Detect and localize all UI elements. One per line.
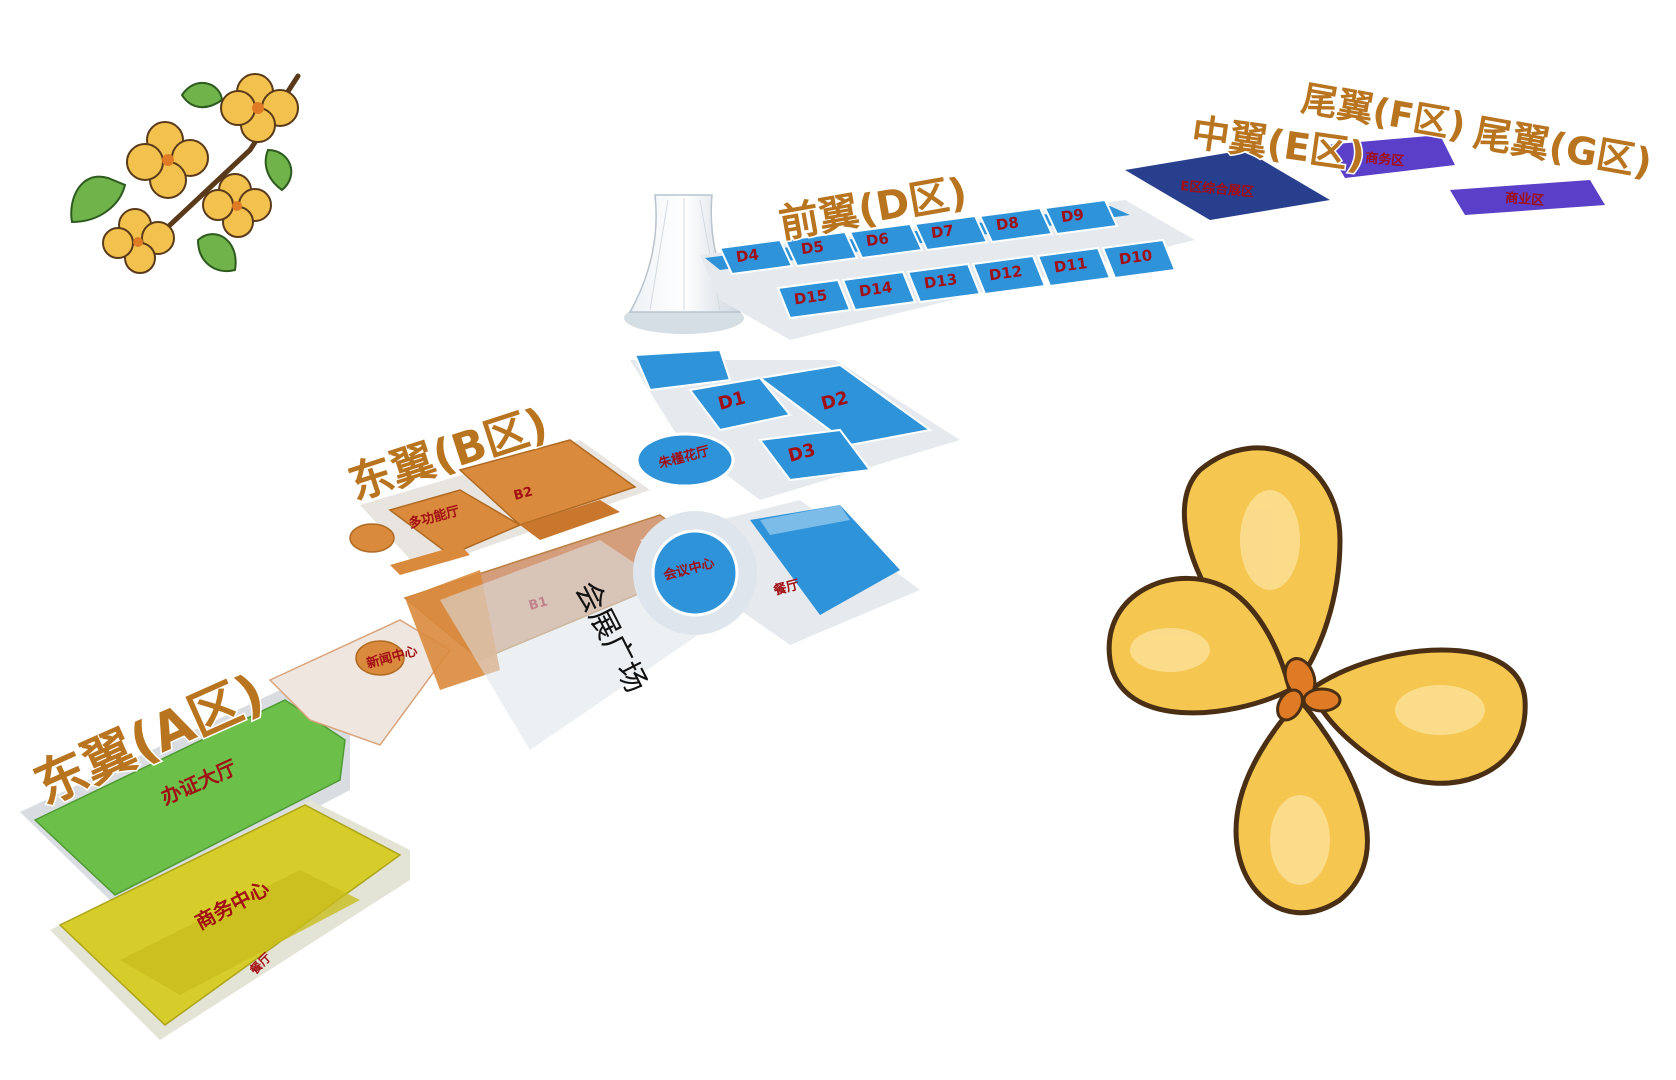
- hall-d1-annex[interactable]: [633, 348, 732, 392]
- hall-d4[interactable]: [718, 238, 794, 276]
- osmanthus-sprig-icon: [70, 73, 301, 274]
- label-d10: D10: [1118, 246, 1154, 268]
- label-zone-g: 商业区: [1505, 190, 1545, 209]
- label-d15: D15: [793, 286, 829, 308]
- zone-d-row2: D15 D14 D13 D12 D11 D10: [776, 238, 1177, 320]
- label-d11: D11: [1053, 254, 1089, 276]
- hall-d12[interactable]: [971, 254, 1047, 296]
- zone-g-area[interactable]: [1450, 180, 1605, 215]
- label-d4: D4: [735, 245, 760, 266]
- zone-title-g: 尾翼(G区): [1470, 111, 1655, 186]
- hall-d6[interactable]: [848, 222, 924, 260]
- label-d5: D5: [800, 237, 825, 258]
- zone-d-row1: D4 D5 D6 D7 D8 D9: [718, 198, 1119, 276]
- label-d6: D6: [865, 229, 890, 250]
- conference-center[interactable]: [651, 529, 739, 617]
- hall-d3[interactable]: [758, 428, 872, 482]
- label-center-restaurant: 餐厅: [771, 577, 801, 599]
- label-d12: D12: [988, 262, 1024, 284]
- zone-a: [20, 690, 410, 1040]
- hall-d7[interactable]: [913, 214, 989, 252]
- osmanthus-flower-icon: [1106, 445, 1528, 915]
- label-zone-f: 商务区: [1365, 150, 1405, 169]
- hall-d8[interactable]: [978, 206, 1054, 244]
- zone-ab-connector: [268, 619, 452, 746]
- label-d13: D13: [923, 270, 959, 292]
- hall-d15[interactable]: [776, 278, 852, 320]
- center-complex: [633, 500, 920, 645]
- zone-b-press-center[interactable]: [355, 640, 405, 676]
- hall-d9[interactable]: [1043, 198, 1119, 236]
- zone-d-lower: [630, 348, 960, 500]
- zone-e-area[interactable]: [1125, 150, 1330, 220]
- hall-d2[interactable]: [757, 363, 933, 447]
- label-d7: D7: [930, 221, 955, 242]
- hall-d13[interactable]: [906, 262, 982, 304]
- label-b2: B2: [512, 484, 534, 503]
- label-d9: D9: [1060, 205, 1085, 226]
- center-restaurant[interactable]: [750, 505, 900, 615]
- hall-d5[interactable]: [783, 230, 859, 268]
- hall-d11[interactable]: [1036, 246, 1112, 288]
- zone-b-b2-strip: [520, 500, 620, 540]
- zone-b-round-hall: [349, 523, 395, 553]
- hall-d10[interactable]: [1101, 238, 1177, 280]
- hall-d1[interactable]: [688, 376, 792, 432]
- center-restaurant-roof: [760, 505, 850, 535]
- zone-b-small-block: [390, 545, 470, 575]
- label-zone-e: E区综合展区: [1180, 178, 1255, 200]
- zone-a-permit-area[interactable]: [33, 699, 346, 896]
- zone-b-hall-b2[interactable]: [458, 439, 637, 526]
- hall-d14[interactable]: [841, 270, 917, 312]
- zone-f-area[interactable]: [1325, 135, 1455, 178]
- label-d14: D14: [858, 278, 894, 300]
- label-d8: D8: [995, 213, 1020, 234]
- garden-hall[interactable]: [635, 432, 735, 488]
- zone-a-business-block: [120, 870, 360, 995]
